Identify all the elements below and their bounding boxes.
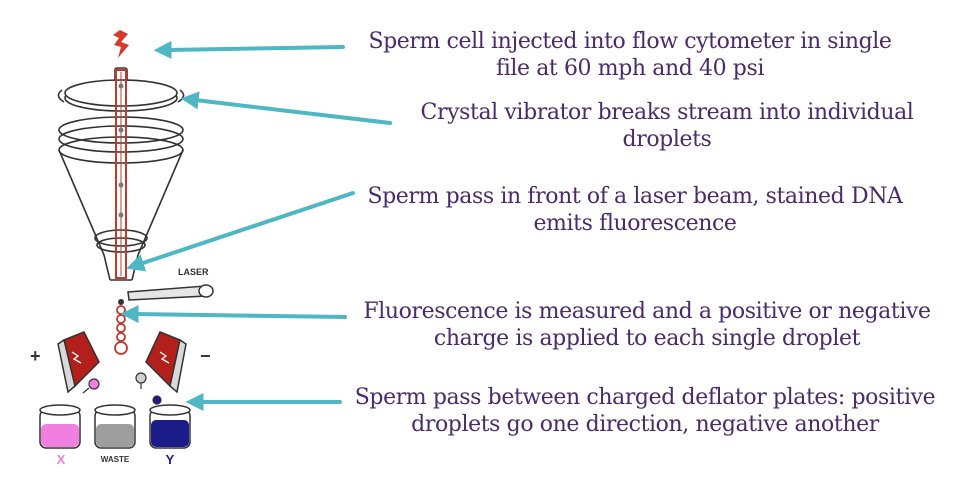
caption-line: Sperm pass between charged deflator plat… <box>354 385 936 410</box>
minus-sign: − <box>200 346 211 366</box>
sample-stream <box>115 69 127 279</box>
y-collection-tube <box>149 404 191 449</box>
caption-plates: Sperm pass between charged deflator plat… <box>350 384 940 438</box>
laser-label: LASER <box>178 267 209 277</box>
negative-plate <box>145 331 187 394</box>
spark-icon <box>113 30 129 58</box>
waste-tube-label: WASTE <box>101 455 130 464</box>
caption-injection: Sperm cell injected into flow cytometer … <box>350 28 910 82</box>
pointer-arrows <box>120 40 392 411</box>
caption-line: Sperm cell injected into flow cytometer … <box>368 29 892 54</box>
caption-laser: Sperm pass in front of a laser beam, sta… <box>355 183 915 237</box>
arrow-vibrator <box>180 91 392 125</box>
arrow-fluorescence <box>120 305 347 324</box>
caption-line: droplets <box>622 127 712 152</box>
caption-line: emits fluorescence <box>533 211 737 236</box>
positive-plate <box>57 331 100 394</box>
caption-line: Sperm pass in front of a laser beam, sta… <box>367 184 903 209</box>
arrow-injection <box>153 40 345 59</box>
caption-fluorescence: Fluorescence is measured and a positive … <box>352 298 942 352</box>
caption-line: charge is applied to each single droplet <box>433 326 861 351</box>
laser: LASER <box>127 267 214 301</box>
plus-sign: + <box>30 346 41 366</box>
caption-line: Crystal vibrator breaks stream into indi… <box>420 100 914 125</box>
caption-line: Fluorescence is measured and a positive … <box>363 299 931 324</box>
x-collection-tube <box>39 404 81 449</box>
caption-line: file at 60 mph and 40 psi <box>495 56 765 81</box>
waste-collection-tube <box>94 404 136 449</box>
droplet-chain <box>114 299 128 355</box>
x-tube-label: X <box>57 452 66 467</box>
y-tube-label: Y <box>166 452 175 467</box>
arrow-laser <box>126 191 355 272</box>
caption-vibrator: Crystal vibrator breaks stream into indi… <box>397 99 937 153</box>
caption-line: droplets go one direction, negative anot… <box>411 412 879 437</box>
deflected-droplets <box>82 372 162 405</box>
